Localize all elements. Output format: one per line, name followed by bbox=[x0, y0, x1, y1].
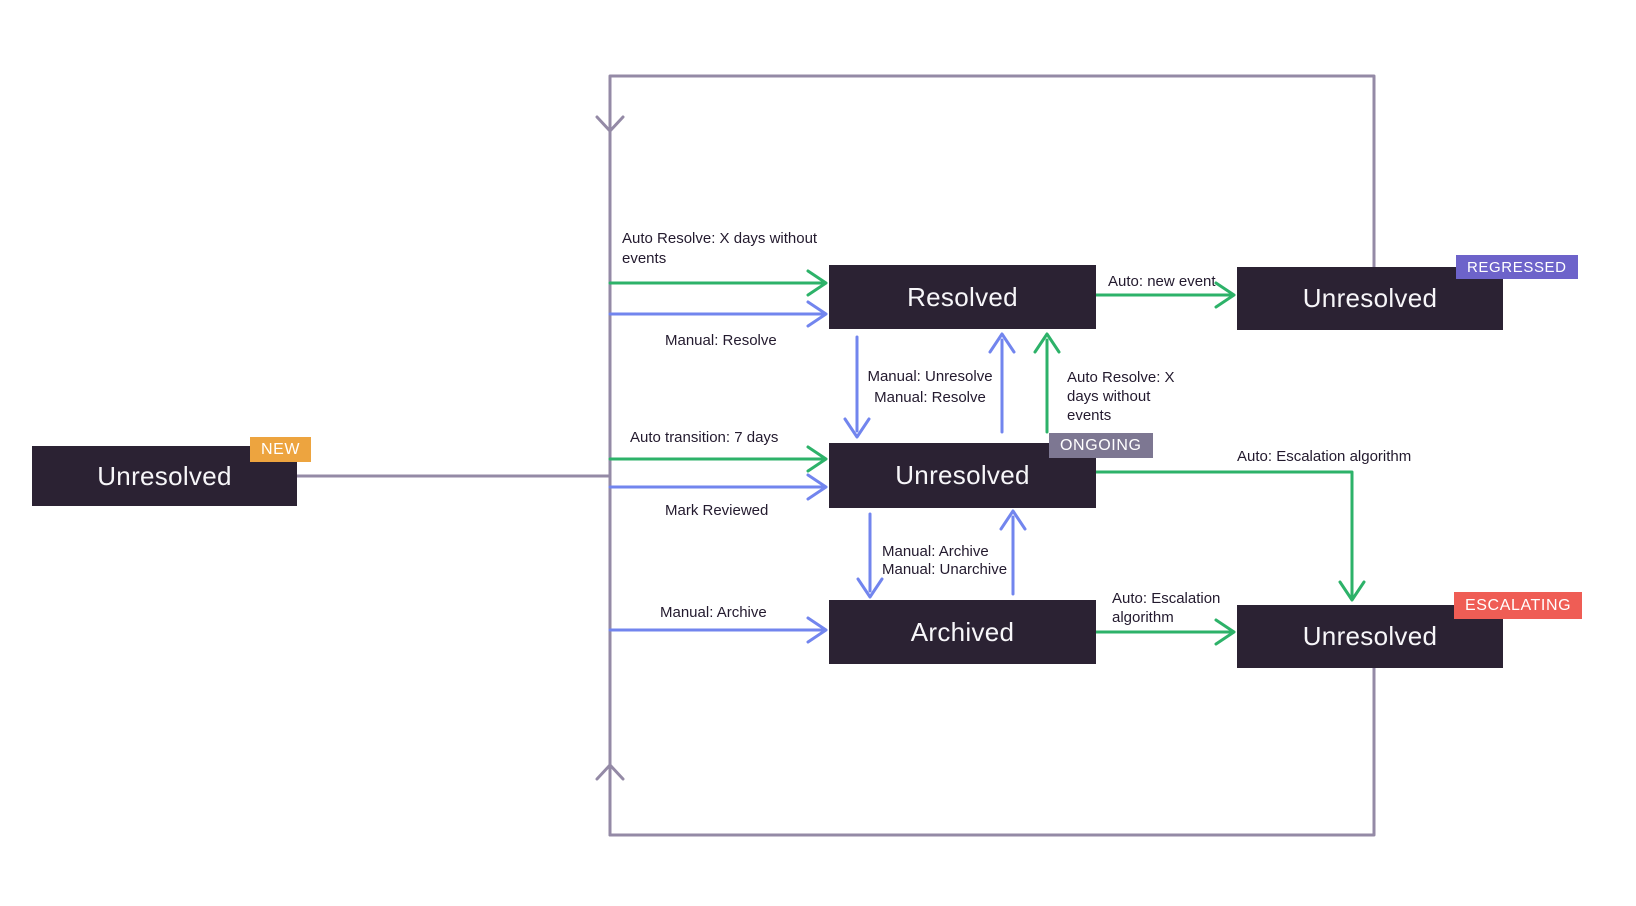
loop-top-line bbox=[608, 74, 1376, 837]
manual-archive-down-label: Manual: Archive bbox=[882, 543, 989, 560]
state-label: Archived bbox=[910, 616, 1015, 647]
ongoing-badge: ONGOING bbox=[1049, 433, 1153, 458]
manual-unresolve-down-arrow bbox=[843, 335, 871, 439]
manual-unresolve-resolve-labels: Manual: Unresolve Manual: Resolve bbox=[855, 366, 1005, 408]
auto-transition-label: Auto transition: 7 days bbox=[630, 429, 779, 446]
state-label: Unresolved bbox=[895, 460, 1030, 490]
loop-up-arrowhead bbox=[595, 763, 625, 781]
state-resolved: Resolved bbox=[829, 265, 1096, 329]
auto-new-event-arrow bbox=[1094, 281, 1236, 309]
manual-resolve-up-arrow bbox=[988, 332, 1016, 434]
manual-unarchive-up-arrow bbox=[999, 509, 1027, 596]
manual-archive-label: Manual: Archive bbox=[660, 604, 767, 621]
manual-resolve-arrow bbox=[608, 300, 828, 328]
auto-escalation-from-archived-arrow bbox=[1094, 618, 1236, 646]
auto-new-event-label: Auto: new event bbox=[1108, 273, 1216, 290]
regressed-badge: REGRESSED bbox=[1456, 255, 1578, 279]
auto-resolve-up-arrow bbox=[1033, 332, 1061, 434]
new-badge: NEW bbox=[250, 437, 312, 462]
auto-resolve-arrow bbox=[608, 269, 828, 297]
manual-resolve-up-label: Manual: Resolve bbox=[874, 389, 986, 406]
manual-archive-arrow bbox=[608, 616, 828, 644]
state-label: Unresolved bbox=[1302, 621, 1438, 651]
auto-escalation-bottom-label: Auto: Escalation algorithm bbox=[1112, 590, 1221, 626]
manual-archive-unarchive-labels: Manual: Archive Manual: Unarchive bbox=[882, 543, 1007, 579]
escalating-badge: ESCALATING bbox=[1454, 592, 1583, 619]
auto-escalation-right-label: Auto: Escalation algorithm bbox=[1237, 448, 1412, 465]
auto-resolve-label: Auto Resolve: X days without events bbox=[622, 230, 818, 267]
loop-down-arrowhead bbox=[595, 115, 625, 133]
state-label: Resolved bbox=[907, 281, 1018, 312]
mark-reviewed-arrow bbox=[608, 473, 828, 501]
auto-resolve-up-label: Auto Resolve: X days without events bbox=[1067, 369, 1175, 424]
auto-transition-arrow bbox=[608, 445, 828, 473]
mark-reviewed-label: Mark Reviewed bbox=[665, 502, 769, 519]
manual-unresolve-label: Manual: Unresolve bbox=[867, 368, 993, 385]
auto-escalation-from-ongoing-arrow bbox=[1094, 470, 1366, 602]
manual-archive-down-arrow bbox=[856, 512, 884, 599]
state-archived: Archived bbox=[829, 600, 1096, 664]
state-label: Unresolved bbox=[1302, 283, 1438, 313]
loop-bottom-line bbox=[608, 666, 1376, 837]
manual-resolve-label: Manual: Resolve bbox=[665, 332, 777, 349]
state-label: Unresolved bbox=[97, 460, 232, 491]
manual-unarchive-label: Manual: Unarchive bbox=[882, 561, 1008, 578]
